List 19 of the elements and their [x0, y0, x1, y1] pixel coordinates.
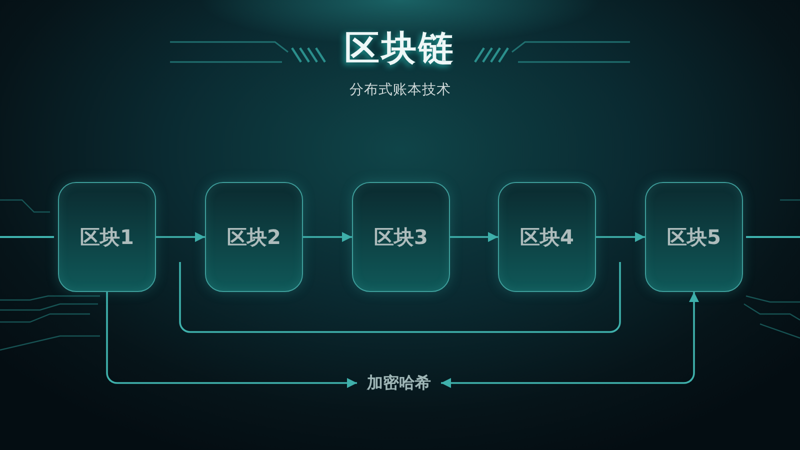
block-label: 区块1: [80, 226, 134, 248]
title: 区块链: [344, 30, 456, 68]
block-label: 区块2: [227, 226, 281, 248]
arrow: [441, 292, 699, 388]
block-box: [498, 182, 596, 292]
subtitle: 分布式账本技术: [349, 83, 451, 98]
block-box: [645, 182, 743, 292]
arrow: [106, 292, 357, 388]
arrow: [156, 232, 205, 242]
block-label: 区块5: [667, 226, 721, 248]
block-label: 区块4: [520, 226, 574, 248]
block-box: [205, 182, 303, 292]
block-box: [352, 182, 450, 292]
hash-label: 加密哈希: [357, 372, 441, 394]
arrow: [303, 232, 352, 242]
block-label: 区块3: [374, 226, 428, 248]
block-box: [58, 182, 156, 292]
arrow: [596, 232, 645, 242]
arrow: [450, 232, 498, 242]
